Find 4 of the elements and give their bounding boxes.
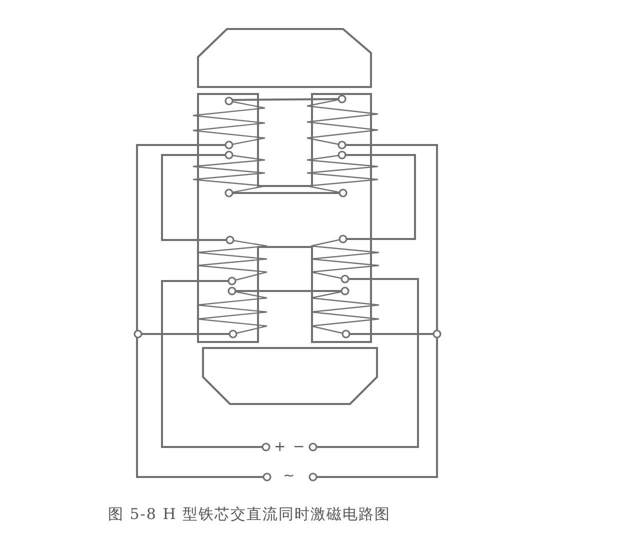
terminal-label: − [293, 440, 305, 454]
terminal-label: ~ [283, 469, 295, 483]
terminal-label: + [274, 440, 286, 454]
figure-caption: 图 5-8 H 型铁芯交直流同时激磁电路图 [108, 505, 391, 523]
